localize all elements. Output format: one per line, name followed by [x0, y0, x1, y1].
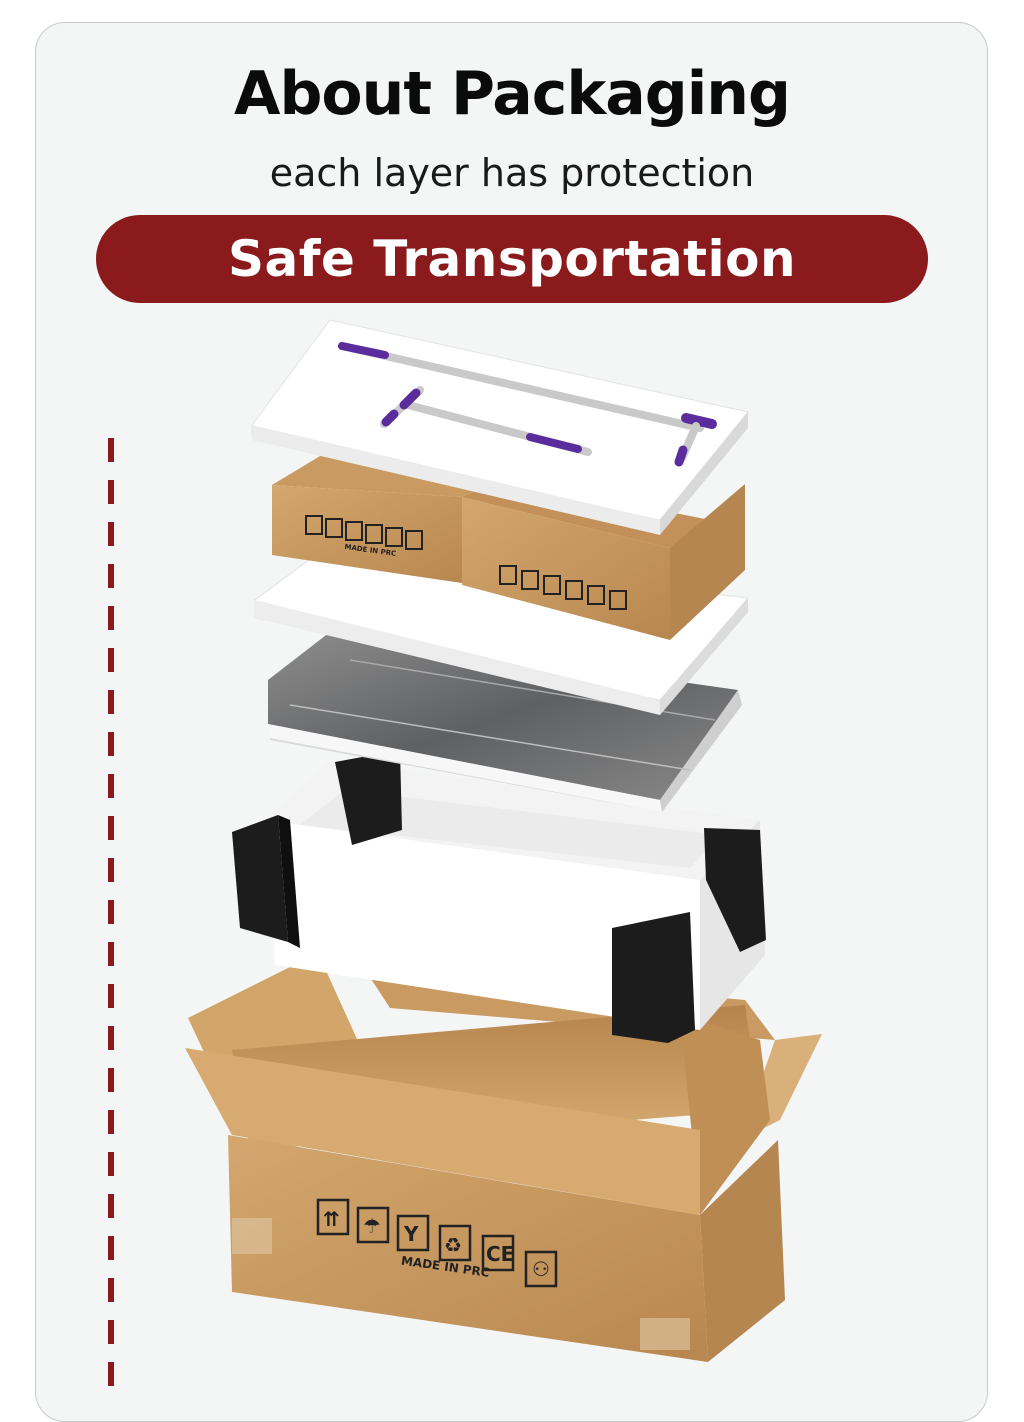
svg-text:♻: ♻ — [444, 1233, 462, 1257]
svg-text:⇈: ⇈ — [323, 1207, 340, 1231]
dashed-guide-line — [108, 438, 114, 1390]
packaging-illustration: ⇈ ☂ Y ♻ CE ⚇ MADE IN PRC — [185, 319, 822, 1362]
page-subtitle: each layer has protection — [269, 151, 755, 195]
page-title: About Packaging — [234, 59, 791, 129]
banner-label: Safe Transportation — [227, 230, 797, 288]
foam-board-with-rods — [251, 319, 749, 535]
svg-text:⚇: ⚇ — [532, 1257, 550, 1281]
foam-frame-with-corner-guards — [232, 750, 766, 1043]
svg-text:Y: Y — [403, 1222, 419, 1246]
outer-carton: ⇈ ☂ Y ♻ CE ⚇ MADE IN PRC — [185, 953, 822, 1362]
svg-text:CE: CE — [486, 1242, 514, 1266]
safe-transportation-banner: Safe Transportation — [96, 215, 928, 303]
svg-text:☂: ☂ — [363, 1214, 381, 1238]
